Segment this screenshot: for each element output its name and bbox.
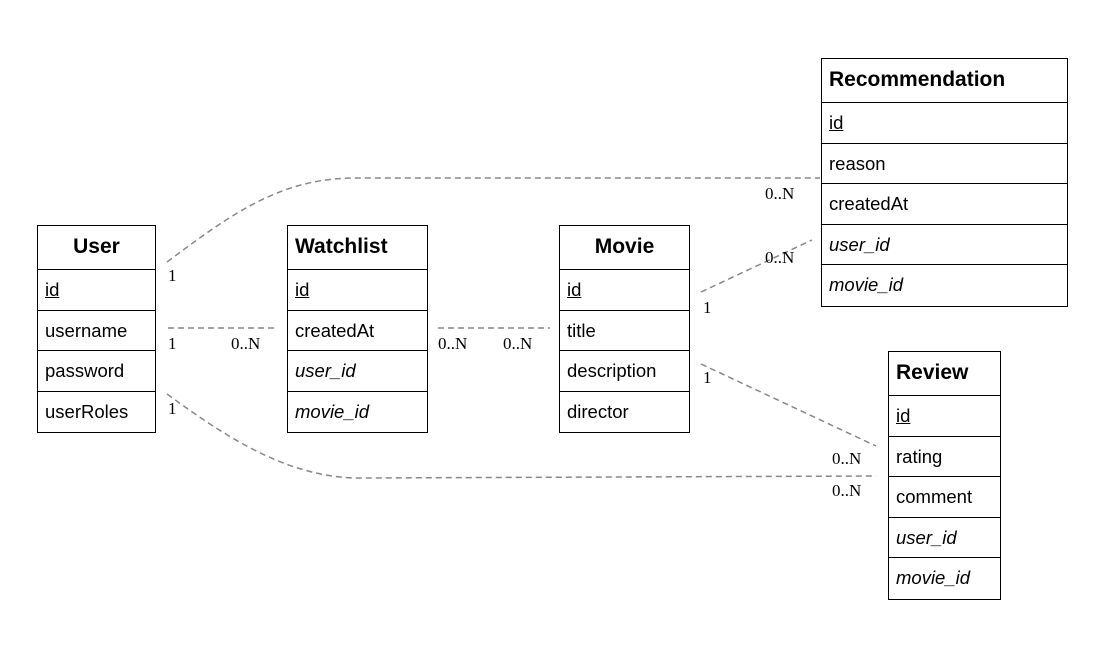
entity-movie-attr-description: description	[560, 351, 689, 392]
entity-watchlist[interactable]: Watchlist id createdAt user_id movie_id	[287, 225, 428, 433]
entity-user-attr-userroles: userRoles	[45, 400, 129, 422]
entity-movie[interactable]: Movie id title description director	[559, 225, 690, 433]
card-user-recommendation-from: 1	[168, 266, 177, 285]
entity-watchlist-attr-createdat: createdAt	[288, 311, 427, 351]
entity-review-title: Review	[889, 352, 1000, 396]
entity-movie-attr-director: director	[567, 400, 629, 422]
card-user-watchlist-to: 0..N	[231, 334, 261, 353]
entity-recommendation-attr-user-id: user_id	[822, 225, 1067, 265]
rel-user-recommendation-line	[166, 177, 820, 263]
entity-watchlist-attr-user-id: user_id	[288, 351, 427, 392]
card-watchlist-movie-from: 0..N	[438, 334, 468, 353]
card-user-watchlist-from: 1	[168, 334, 177, 353]
entity-recommendation-title: Recommendation	[822, 59, 1067, 103]
entity-user-attr-id: id	[38, 270, 155, 311]
entity-user[interactable]: User id username password userRoles	[37, 225, 156, 433]
entity-user-attr-username: username	[38, 311, 155, 351]
entity-review-attr-user-id: user_id	[889, 518, 1000, 558]
card-user-recommendation-to: 0..N	[765, 184, 795, 203]
entity-recommendation[interactable]: Recommendation id reason createdAt user_…	[821, 58, 1068, 307]
entity-movie-attr-title: title	[560, 311, 689, 351]
rel-movie-recommendation-line	[700, 239, 813, 293]
entity-movie-attr-id: id	[560, 270, 689, 311]
card-user-review-from: 1	[168, 399, 177, 418]
card-watchlist-movie-to: 0..N	[503, 334, 533, 353]
entity-user-title: User	[38, 226, 155, 270]
entity-review-attr-id: id	[889, 396, 1000, 437]
entity-review-attr-movie-id: movie_id	[896, 567, 971, 588]
card-movie-recommendation-from: 1	[703, 298, 712, 317]
entity-recommendation-attr-createdat: createdAt	[822, 184, 1067, 225]
entity-recommendation-attr-movie-id: movie_id	[829, 274, 904, 295]
entity-recommendation-attr-id: id	[822, 103, 1067, 144]
rel-user-review-line	[166, 393, 877, 479]
card-movie-review-from: 1	[703, 368, 712, 387]
card-user-review-to: 0..N	[832, 481, 862, 500]
entity-review-attr-rating: rating	[889, 437, 1000, 477]
card-movie-review-to: 0..N	[832, 449, 862, 468]
entity-watchlist-attr-movie-id: movie_id	[295, 400, 370, 422]
entity-review[interactable]: Review id rating comment user_id movie_i…	[888, 351, 1001, 600]
entity-watchlist-attr-id: id	[288, 270, 427, 311]
entity-review-attr-comment: comment	[889, 477, 1000, 518]
rel-movie-review-line	[700, 363, 877, 447]
entity-movie-title: Movie	[560, 226, 689, 270]
entity-recommendation-attr-reason: reason	[822, 144, 1067, 184]
card-movie-recommendation-to: 0..N	[765, 248, 795, 267]
entity-watchlist-title: Watchlist	[288, 226, 427, 270]
entity-user-attr-password: password	[38, 351, 155, 392]
